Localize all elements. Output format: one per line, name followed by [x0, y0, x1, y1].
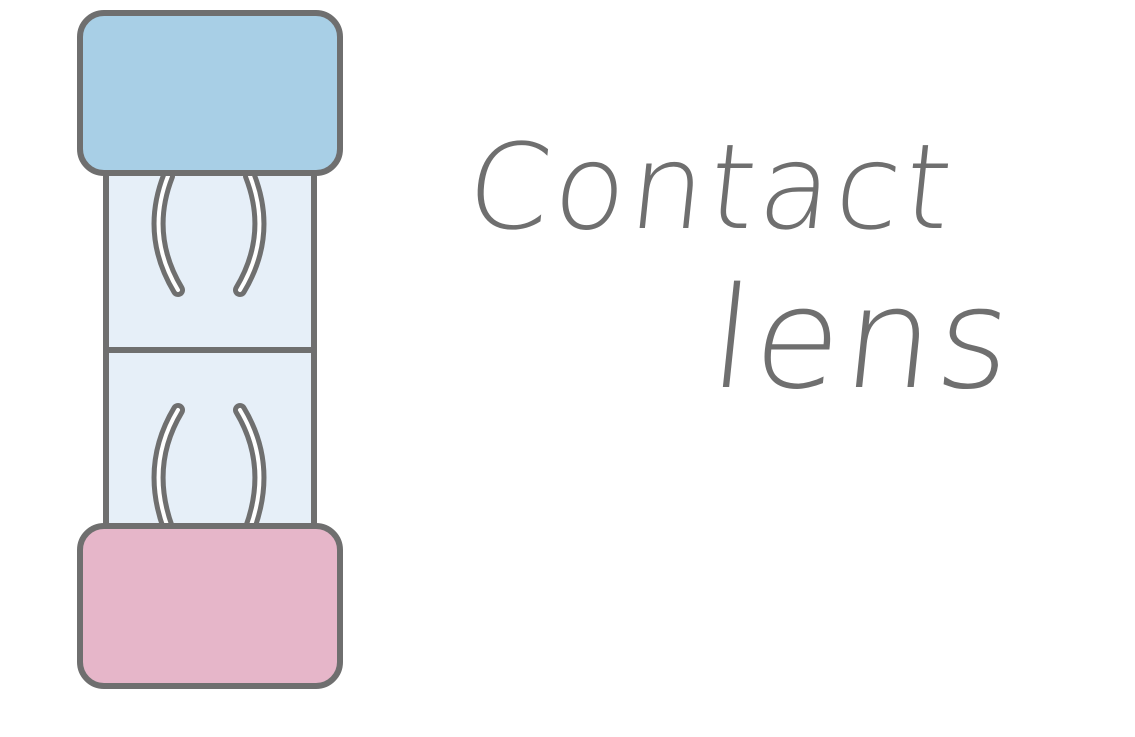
- case-cap-bottom: [77, 523, 343, 689]
- case-body-lower-compartment: [103, 347, 317, 533]
- title-contact: Contact: [460, 118, 963, 256]
- case-body-upper-compartment: [103, 165, 317, 353]
- title-lens: lens: [703, 258, 1024, 421]
- contact-lens-icons: [151, 169, 267, 535]
- case-cap-top: [77, 10, 343, 176]
